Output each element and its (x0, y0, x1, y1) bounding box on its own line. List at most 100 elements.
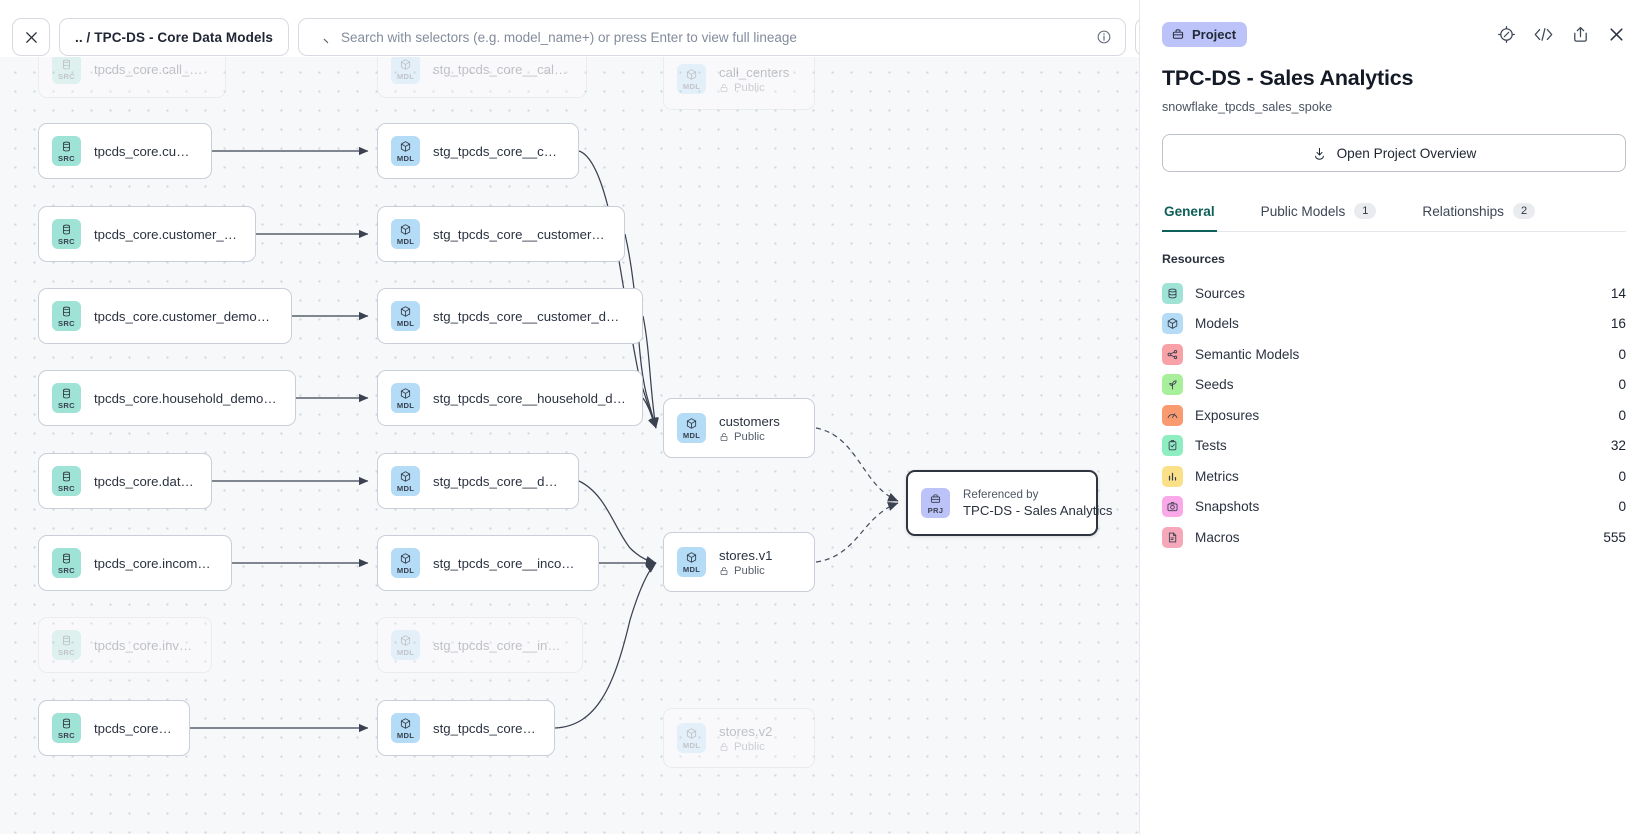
node-title: tpcds_core.income_band (94, 555, 215, 571)
resource-count: 16 (1610, 316, 1626, 332)
view-code-button[interactable] (1533, 26, 1554, 43)
bars-icon (1162, 465, 1183, 487)
node-type-badge: SRC (52, 630, 81, 660)
graph-node-mdl_stg_customer_demographics[interactable]: MDLstg_tpcds_core__customer_demogra… (377, 288, 643, 344)
node-title: stores.v2 (719, 723, 773, 739)
close-icon (25, 31, 37, 43)
close-lineage-button[interactable] (12, 18, 50, 56)
node-access-badge: Public (719, 431, 780, 443)
node-type-badge: SRC (52, 301, 81, 331)
resource-row[interactable]: Exposures 0 (1162, 400, 1626, 431)
share-icon (1574, 26, 1587, 42)
breadcrumb[interactable]: .. / TPC-DS - Core Data Models (59, 18, 290, 56)
cube-icon (400, 387, 411, 399)
resource-count: 0 (1618, 499, 1626, 515)
node-type-label: MDL (396, 647, 415, 657)
resource-count: 14 (1610, 285, 1626, 301)
node-type-label: MDL (396, 318, 415, 328)
node-type-label: MDL (396, 153, 415, 163)
cube-icon (1162, 313, 1183, 335)
cube-icon (686, 551, 697, 563)
details-panel: Project (1139, 0, 1648, 834)
node-title: stg_tpcds_core__inventory (433, 637, 566, 653)
node-type-badge: MDL (391, 466, 420, 496)
node-type-badge: MDL (677, 64, 706, 94)
tab-label: Public Models (1260, 203, 1346, 219)
node-type-label: SRC (58, 730, 75, 740)
lineage-canvas[interactable]: SRCtpcds_core.call_centerSRCtpcds_core.c… (0, 0, 1139, 834)
lock-icon (720, 432, 728, 441)
search-input[interactable] (341, 29, 1086, 45)
node-access-badge: Public (719, 741, 773, 753)
tab-label: Relationships (1422, 203, 1504, 219)
resource-label: Metrics (1195, 468, 1239, 484)
code-icon (1534, 27, 1553, 41)
lineage-search[interactable] (298, 18, 1127, 56)
node-type-badge: MDL (677, 413, 706, 443)
node-type-label: SRC (58, 647, 75, 657)
open-project-overview-label: Open Project Overview (1336, 145, 1477, 161)
resource-count: 0 (1618, 407, 1626, 423)
share-button[interactable] (1571, 25, 1590, 44)
node-title: tpcds_core.store (94, 720, 173, 736)
node-type-label: MDL (396, 565, 415, 575)
resource-type-chip[interactable]: Project (1162, 21, 1248, 47)
info-icon[interactable] (1096, 29, 1112, 45)
close-panel-button[interactable] (1607, 25, 1626, 44)
graph-node-prj_referenced_by[interactable]: PRJ Referenced by TPC-DS - Sales Analyti… (906, 470, 1113, 536)
resource-count: 0 (1618, 377, 1626, 393)
node-type-badge: MDL (391, 383, 420, 413)
explore-button[interactable] (1497, 25, 1516, 44)
resource-count: 555 (1603, 529, 1626, 545)
database-icon (63, 553, 70, 563)
tab-general[interactable]: General (1162, 194, 1217, 232)
refresh-button[interactable] (1135, 18, 1139, 56)
node-type-badge: MDL (677, 723, 706, 753)
node-type-label: MDL (396, 483, 415, 493)
graph-node-mdl_stg_date_dim[interactable]: MDL stg_tpcds_core__date_dim (377, 453, 579, 509)
clipboard-icon (1162, 435, 1183, 457)
node-type-badge: MDL (391, 219, 420, 249)
graph-node-src_store[interactable]: SRC tpcds_core.store (38, 700, 190, 756)
nodes-icon (1162, 343, 1183, 365)
tab-label: General (1164, 203, 1215, 219)
graph-node-mdl_stg_inventory[interactable]: MDL stg_tpcds_core__inventory (377, 617, 583, 673)
node-type-badge: MDL (677, 547, 706, 577)
node-title: stg_tpcds_core__income_band (433, 555, 582, 571)
open-project-overview-button[interactable]: Open Project Overview (1162, 134, 1626, 172)
briefcase-icon (1172, 29, 1184, 39)
cube-icon (400, 140, 411, 152)
node-title: customers (719, 413, 780, 429)
resource-row[interactable]: Snapshots 0 (1162, 492, 1626, 523)
resource-label: Exposures (1195, 407, 1260, 423)
resource-label: Snapshots (1195, 499, 1260, 515)
cube-icon (400, 552, 411, 564)
graph-node-mdl_stg_income_band[interactable]: MDL stg_tpcds_core__income_band (377, 535, 599, 591)
node-title: stg_tpcds_core__date_dim (433, 473, 562, 489)
graph-node-mdl_stg_household_demographics[interactable]: MDLstg_tpcds_core__household_demogr… (377, 370, 643, 426)
node-type-label: MDL (682, 81, 701, 91)
